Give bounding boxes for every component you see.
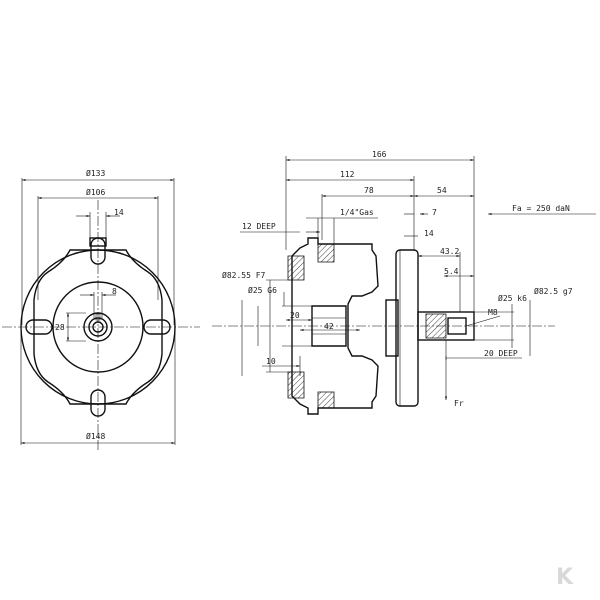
- pilot-g7: Ø82.5 g7: [534, 286, 573, 296]
- dim-20: 20: [290, 311, 300, 320]
- dim-total: 166: [372, 150, 387, 159]
- slot-left: [25, 319, 53, 335]
- dim-bore: 28: [55, 323, 65, 332]
- dim-outer: Ø133: [86, 168, 105, 178]
- side-view: 166 112 78 54 1/4"Gas 7 12 DEEP 14 43.2: [212, 150, 596, 415]
- pilot-circle: [52, 281, 144, 373]
- port-label: 1/4"Gas: [340, 208, 374, 217]
- dim-10: 10: [266, 357, 276, 366]
- key-block: [89, 237, 107, 247]
- front-view: Ø133 Ø106 14 8 28 Ø148: [2, 168, 200, 452]
- section-hatch-port: [317, 243, 335, 263]
- body-outline: [33, 249, 163, 405]
- deep-20: 20 DEEP: [484, 349, 518, 358]
- dim-78: 78: [364, 186, 374, 195]
- dim-112: 112: [340, 170, 355, 179]
- section-hatch-top-left: [287, 255, 305, 281]
- hub-outer: [83, 312, 113, 342]
- section-hatch-shaft: [425, 313, 447, 339]
- flange-pilot: [385, 299, 399, 357]
- pilot-f7: Ø82.55 F7: [222, 270, 266, 280]
- brand-logo: K: [556, 565, 574, 590]
- dim-flange: Ø148: [86, 431, 105, 441]
- section-hatch-bottom-left: [287, 371, 305, 399]
- dim-bolt: Ø106: [86, 187, 105, 197]
- dim-14: 14: [424, 229, 434, 238]
- left-hub: [291, 237, 379, 415]
- bore-g6: Ø25 G6: [248, 285, 277, 295]
- flange-disk: [395, 249, 419, 407]
- slot-right: [143, 319, 171, 335]
- thread-m8: M8: [488, 308, 498, 317]
- dim-43: 43.2: [440, 247, 459, 256]
- shaft-k6: Ø25 k6: [498, 293, 527, 303]
- dim-54: 54: [437, 186, 447, 195]
- logo-mark: K: [556, 565, 574, 590]
- deep-12: 12 DEEP: [242, 222, 276, 231]
- slot-bottom: [90, 389, 106, 417]
- hub-bore: [92, 321, 104, 333]
- dim-42: 42: [324, 322, 334, 331]
- dim-7: 7: [432, 208, 437, 217]
- inner-bore: [311, 305, 347, 347]
- dim-key: 14: [114, 208, 124, 217]
- dim-5: 5.4: [444, 267, 459, 276]
- dim-hub: 8: [112, 287, 117, 296]
- hub-mid: [88, 317, 108, 337]
- section-hatch-port-bottom: [317, 391, 335, 409]
- axial-force: Fa = 250 daN: [512, 204, 570, 213]
- hub-keyway: [95, 313, 101, 321]
- radial-force: Fr: [454, 399, 464, 408]
